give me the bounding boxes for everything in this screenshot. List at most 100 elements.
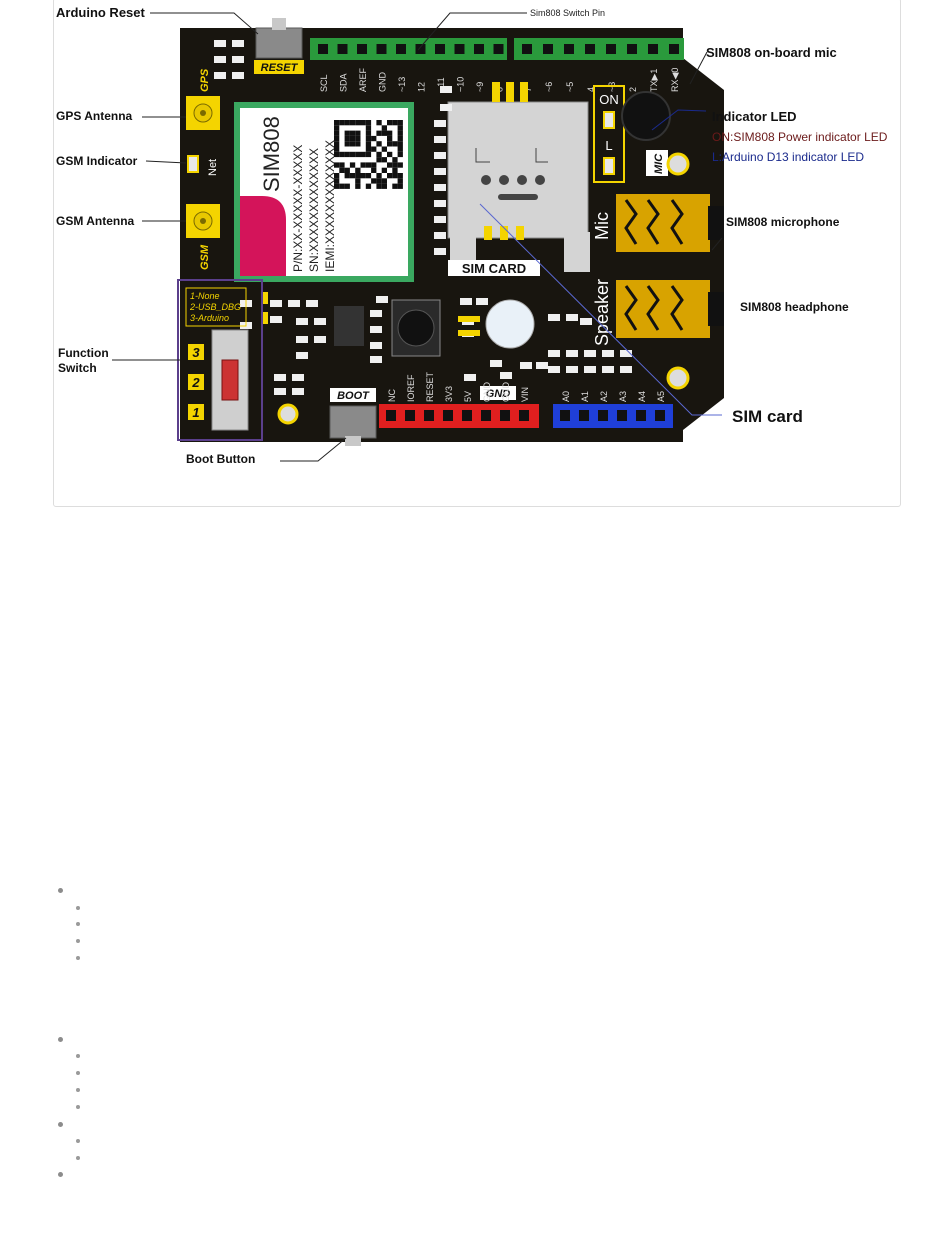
callout-sim808-microphone: SIM808 microphone: [726, 215, 840, 229]
power-pin-pad: [481, 410, 491, 421]
callout-function-switch-1: Function: [58, 346, 109, 360]
indicator-leader: [651, 109, 707, 131]
top-pin-pad: [357, 44, 367, 54]
power-pin-label: IOREF: [406, 374, 416, 402]
analog-pin-pad: [636, 410, 646, 421]
switch-number-3: 3: [192, 345, 200, 360]
sub-list-bullet: [76, 1139, 80, 1143]
onboard-mic: [621, 91, 671, 141]
switch-number-2: 2: [191, 375, 200, 390]
list-bullet: [58, 1037, 63, 1042]
top-pin-pad: [648, 44, 658, 54]
sub-list-bullet: [76, 1054, 80, 1058]
callout-boot-button: Boot Button: [186, 452, 255, 466]
gsm-label: GSM: [199, 244, 211, 270]
boot-button: [329, 405, 377, 439]
analog-pin-label: A2: [599, 391, 609, 402]
sub-list-bullet: [76, 922, 80, 926]
reset-label: RESET: [261, 62, 299, 74]
callout-sim808-mic: SIM808 on-board mic: [706, 45, 837, 60]
ic-chip: [334, 306, 364, 346]
top-pin-pad: [474, 44, 484, 54]
analog-pin-label: A1: [580, 391, 590, 402]
net-label: Net: [207, 159, 219, 176]
callout-function-switch-2: Switch: [58, 361, 97, 375]
top-pin-pad: [493, 44, 504, 54]
top-pin-pad: [337, 44, 348, 54]
analog-pin-label: A3: [618, 391, 628, 402]
top-pin-pad: [415, 44, 426, 54]
power-pin-pad: [386, 410, 396, 421]
callout-indicator-led: Indicator LED: [712, 109, 797, 124]
callout-sim808-headphone: SIM808 headphone: [740, 300, 849, 314]
power-pin-label: NC: [387, 389, 397, 402]
top-pin-pad: [669, 44, 679, 54]
top-pin-label: ~6: [544, 82, 554, 92]
l-led: [603, 157, 615, 175]
top-pin-pad: [543, 44, 553, 54]
power-pin-pad: [424, 410, 434, 421]
top-pin-label: 4: [586, 87, 596, 92]
list-bullet: [58, 888, 63, 893]
callout-sim-card: SIM card: [732, 407, 803, 426]
module-pink-corner: [240, 196, 286, 276]
headphone-jack: [616, 280, 724, 338]
top-pin-label: RX◀0: [670, 68, 680, 92]
power-pin-label: GND: [482, 382, 492, 403]
callout-indicator-on: ON:SIM808 Power indicator LED: [712, 130, 888, 144]
boot-label: BOOT: [337, 390, 370, 402]
top-pin-label: ~11: [436, 77, 446, 92]
switch-legend-2: 2-USB_DBG: [189, 302, 241, 312]
module-name: SIM808: [259, 116, 284, 192]
speaker-label: Speaker: [592, 279, 612, 346]
top-pin-pad: [627, 44, 637, 54]
switch-legend-1: 1-None: [190, 291, 220, 301]
analog-pin-label: A0: [561, 391, 571, 402]
sim-card-leader: [479, 203, 722, 416]
top-pin-label: AREF: [358, 67, 368, 92]
reset-button: [255, 27, 303, 59]
header-power: [379, 404, 539, 428]
top-pin-pad: [376, 44, 387, 54]
on-label: ON: [599, 92, 619, 107]
mic-word-label: Mic: [592, 212, 612, 240]
sub-list-bullet: [76, 1105, 80, 1109]
top-pin-label: ~13: [397, 77, 407, 92]
analog-pin-pad: [579, 410, 589, 421]
smd-components: [214, 40, 632, 395]
module-sn: SN:XXXXXXXXXXXXX: [307, 148, 321, 272]
module-iemi: IEMI:XXXXXXXXXXXXX: [323, 140, 337, 272]
analog-pin-pad: [617, 410, 627, 421]
top-pin-pad: [564, 44, 574, 54]
mic-label: MIC: [653, 153, 665, 174]
sub-list-bullet: [76, 906, 80, 910]
function-switch-knob: [221, 359, 239, 401]
analog-pin-label: A4: [637, 391, 647, 402]
top-pin-label: GND: [378, 72, 388, 93]
reset-label-box: [254, 60, 304, 74]
microphone-jack: [616, 194, 724, 252]
top-pin-label: ~5: [565, 82, 575, 92]
callout-gsm-antenna: GSM Antenna: [56, 214, 135, 228]
analog-pin-label: A5: [656, 391, 666, 402]
sim-card-board-label: SIM CARD: [462, 261, 526, 276]
reset-button-cap: [272, 18, 286, 30]
top-pin-label: TX▶1: [649, 69, 659, 92]
mount-hole-top-right: [666, 152, 690, 176]
sub-list-bullet: [76, 956, 80, 960]
module-pn: P/N:XX-XXXXX-XXXXX: [291, 145, 305, 272]
sub-list-bullet: [76, 1071, 80, 1075]
top-pin-pad: [522, 44, 532, 54]
l-label: L: [605, 138, 612, 153]
header-top-left: [310, 38, 507, 60]
power-pin-label: VIN: [520, 387, 530, 402]
analog-pin-pad: [655, 410, 665, 421]
power-pin-pad: [519, 410, 529, 421]
analog-pin-pad: [598, 410, 608, 421]
power-pin-pad: [462, 410, 472, 421]
top-pin-label: 12: [417, 82, 427, 92]
gnd-label: GND: [486, 388, 511, 400]
leader-lines: [112, 12, 723, 462]
top-pin-pad: [585, 44, 595, 54]
power-pin-pad: [500, 410, 510, 421]
